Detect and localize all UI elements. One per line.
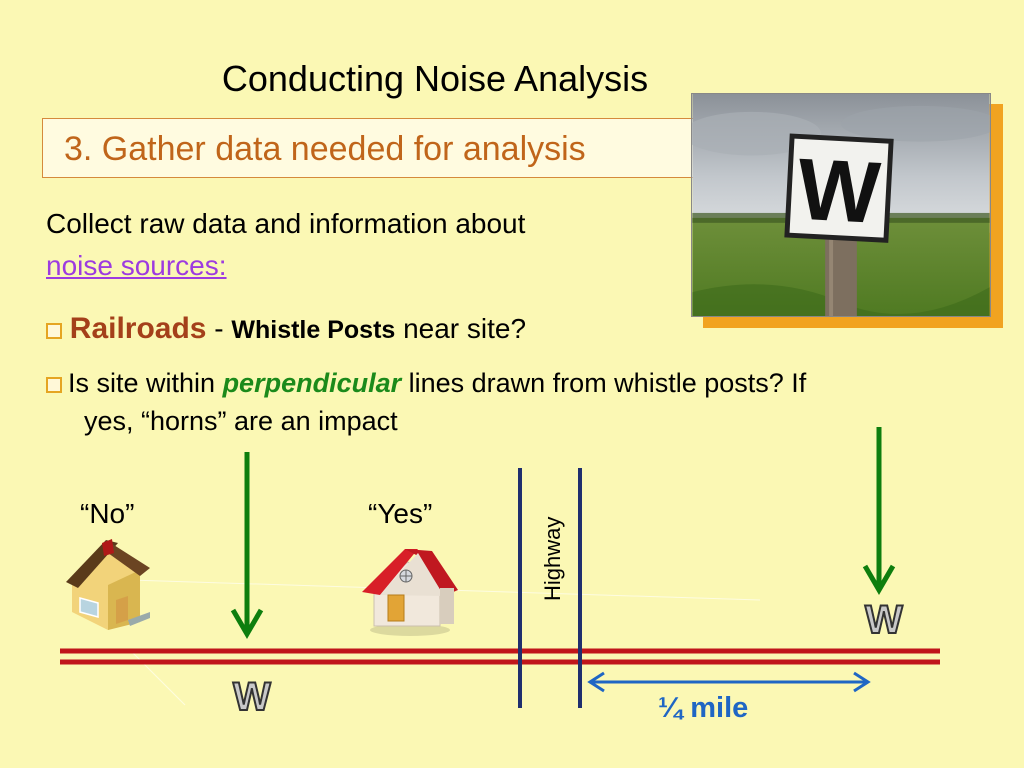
house-icon-yes: [362, 549, 458, 636]
house-icon-no: [66, 539, 150, 630]
perpendicular-arrow-right: [865, 427, 893, 590]
yes-label: “Yes”: [368, 498, 432, 530]
quarter-mile-arrow: [590, 673, 868, 691]
highway-label: Highway: [540, 521, 566, 601]
perpendicular-arrow-left: [233, 452, 261, 634]
whistle-post-sign-right: W: [865, 598, 903, 643]
no-label: “No”: [80, 498, 134, 530]
quarter-mile-label: ¼ mile: [658, 692, 748, 725]
whistle-post-sign-left: W: [233, 675, 271, 720]
